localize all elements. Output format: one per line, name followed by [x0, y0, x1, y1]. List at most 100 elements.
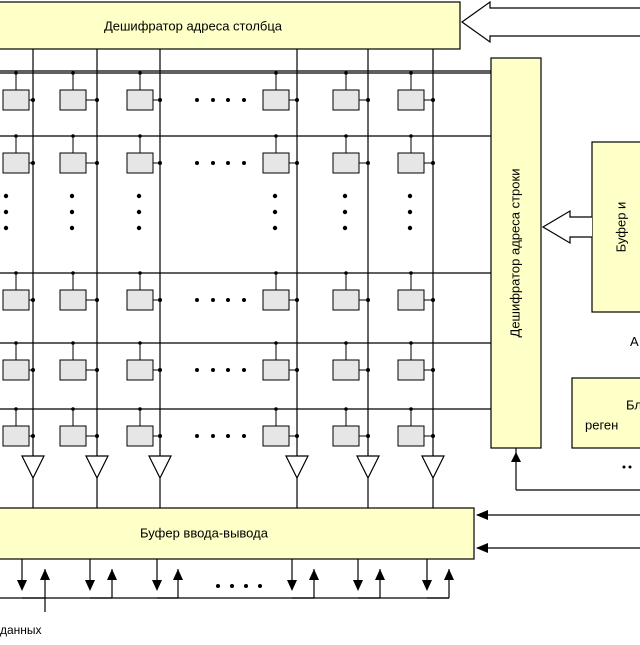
junction-dot — [274, 71, 278, 75]
junction-dot — [71, 341, 75, 345]
memory-cell — [262, 359, 290, 381]
ellipsis-dot — [226, 161, 230, 165]
memory-cell — [126, 359, 154, 381]
sense-amplifier — [21, 455, 45, 480]
ellipsis-dot — [195, 434, 199, 438]
ellipsis-dot — [211, 98, 215, 102]
data-in-arrow — [309, 569, 319, 580]
junction-dot — [138, 271, 142, 275]
ellipsis-dot — [211, 161, 215, 165]
memory-cell — [332, 425, 360, 447]
ellipsis-dot — [407, 225, 413, 231]
ellipsis-dot — [407, 193, 413, 199]
memory-cell — [332, 89, 360, 111]
address-bus-arrow — [460, 0, 640, 44]
junction-dot — [95, 98, 99, 102]
data-out-arrow — [17, 580, 27, 591]
junction-dot — [431, 434, 435, 438]
side-letter: А — [630, 334, 639, 349]
sense-amplifier — [148, 455, 172, 480]
ellipsis-dot — [407, 209, 413, 215]
data-out-arrow — [353, 580, 363, 591]
memory-cell — [2, 359, 30, 381]
junction-dot — [138, 71, 142, 75]
row-decoder-label: Дешифратор адреса строки — [507, 169, 522, 338]
sense-amplifier — [356, 455, 380, 480]
sense-amplifier — [85, 455, 109, 480]
ellipsis-dot — [272, 225, 278, 231]
junction-dot — [344, 71, 348, 75]
memory-cell — [59, 289, 87, 311]
memory-cell — [332, 152, 360, 174]
column-decoder-block: Дешифратор адреса столбца — [0, 1, 461, 50]
ellipsis-dot — [69, 193, 75, 199]
sense-amplifier — [421, 455, 445, 480]
junction-dot — [366, 161, 370, 165]
memory-cell — [2, 289, 30, 311]
junction-dot — [295, 98, 299, 102]
junction-dot — [71, 134, 75, 138]
junction-dot — [95, 368, 99, 372]
junction-dot — [71, 271, 75, 275]
junction-dot — [295, 368, 299, 372]
ellipsis-dot — [69, 209, 75, 215]
junction-dot — [158, 161, 162, 165]
junction-dot — [14, 134, 18, 138]
io-data-lines — [0, 559, 454, 612]
junction-dot — [138, 134, 142, 138]
memory-cell — [262, 425, 290, 447]
data-in-arrow — [107, 569, 117, 580]
junction-dot — [95, 434, 99, 438]
ellipsis-dot — [3, 209, 9, 215]
ellipsis-dot — [136, 193, 142, 199]
data-in-arrow — [40, 569, 50, 580]
memory-cell — [126, 89, 154, 111]
data-out-arrow — [152, 580, 162, 591]
junction-dot — [295, 161, 299, 165]
data-out-arrow — [422, 580, 432, 591]
ellipsis-dot — [272, 193, 278, 199]
junction-dot — [14, 271, 18, 275]
memory-cell — [2, 89, 30, 111]
junction-dot — [95, 298, 99, 302]
junction-dot — [622, 465, 626, 469]
memory-cell — [59, 89, 87, 111]
junction-dot — [366, 298, 370, 302]
memory-cell — [59, 425, 87, 447]
memory-cell — [397, 359, 425, 381]
ellipsis-dot — [69, 225, 75, 231]
junction-dot — [71, 71, 75, 75]
junction-dot — [158, 368, 162, 372]
junction-dot — [409, 271, 413, 275]
memory-cell — [397, 89, 425, 111]
junction-dot — [409, 341, 413, 345]
junction-dot — [409, 407, 413, 411]
junction-dot — [14, 407, 18, 411]
address-bus-arrow — [541, 209, 592, 245]
junction-dot — [71, 407, 75, 411]
memory-cell — [397, 425, 425, 447]
memory-cell — [2, 425, 30, 447]
ellipsis-dot — [242, 298, 246, 302]
memory-cell — [397, 289, 425, 311]
ellipsis-dot — [258, 584, 262, 588]
io-buffer-label: Буфер ввода-вывода — [140, 525, 269, 540]
control-arrow — [476, 510, 488, 520]
ellipsis-dot — [211, 434, 215, 438]
data-in-arrow — [444, 569, 454, 580]
ellipsis-dot — [242, 368, 246, 372]
memory-cell — [126, 289, 154, 311]
junction-dot — [344, 134, 348, 138]
junction-dot — [344, 271, 348, 275]
ellipsis-dot — [195, 98, 199, 102]
address-buffer-label: Буфер и — [613, 202, 628, 253]
junction-dot — [295, 298, 299, 302]
junction-dot — [366, 98, 370, 102]
connections — [460, 0, 640, 553]
junction-dot — [14, 71, 18, 75]
ellipsis-dot — [342, 225, 348, 231]
junction-dot — [274, 134, 278, 138]
junction-dot — [31, 98, 35, 102]
junction-dot — [344, 407, 348, 411]
